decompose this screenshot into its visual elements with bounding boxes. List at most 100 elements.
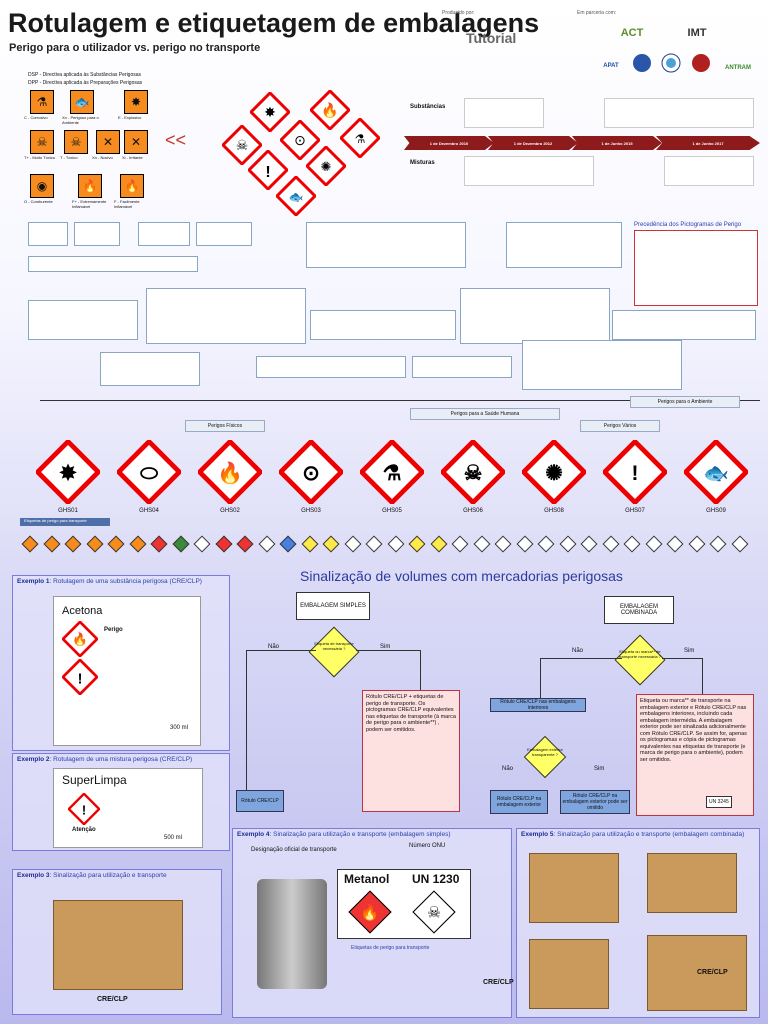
irritant-symbol-icon: ✕ [124,130,148,154]
ghs-diamond-icon: ⚗ [360,440,424,504]
info-block-1 [28,222,68,246]
flammable-symbol-icon: 🔥 [120,174,144,198]
flame-diamond-icon: 🔥 [60,619,100,659]
open-crate [647,853,737,913]
svg-text:☠: ☠ [464,462,483,485]
svg-text:!: ! [265,164,270,181]
symbol-label: Xi - Irritante [122,155,143,160]
product-name: Metanol [344,872,390,886]
transport-placard-icon [344,535,361,553]
ghs-code-label: GHS07 [625,508,645,514]
flame-diamond-icon: 🔥 [348,890,392,934]
substances-text-box-2 [604,98,754,128]
transport-placard-icon [451,535,469,553]
example-2-title: Exemplo 2 [17,756,50,763]
transport-placard-icon [602,535,619,553]
corrosion-diamond-icon: ⚗ [340,118,380,158]
transport-placard-icon [537,535,555,553]
logo-circle-2 [660,52,682,74]
signal-word: Perigo [104,627,123,633]
flow-line [702,658,703,696]
timeline-date: 1 de Dezembro 2010 [404,136,494,150]
info-block-3 [138,222,190,246]
clp-outer-box: Rótulo CRE/CLP na embalagem exterior [490,790,548,814]
example-4-subtitle: : Sinalização para utilização e transpor… [269,831,451,838]
example-2-subtitle: : Rotulagem de uma mistura perigosa (CRE… [49,756,193,763]
pink-box-combined: Etiqueta ou marca** de transporte na emb… [636,694,754,816]
example-5-panel: Exemplo 5: Sinalização para utilização e… [516,828,760,1018]
info-block-2 [74,222,120,246]
transport-placard-icon [64,535,82,553]
flow-line [662,658,702,659]
transport-placard-icon [516,535,533,553]
environment-diamond-icon: 🐟 [276,176,316,216]
mixtures-label: Misturas [410,160,435,166]
flow-line [246,650,247,790]
corrosive-symbol-icon: ⚗ [30,90,54,114]
flow-line [356,650,420,651]
ghs-diamond-icon: ⊙ [279,440,343,504]
flow-line [420,650,421,690]
symbol-label: F - Facilmente Inflamável [114,199,140,209]
decision-diamond-1 [308,626,360,678]
transport-placard-icon [258,535,275,553]
svg-text:✸: ✸ [58,462,77,485]
example-1-title: Exemplo 1 [17,578,50,585]
health-hazards-text-box [460,288,610,344]
open-crate [529,853,619,923]
example-5-title: Exemplo 5 [521,831,554,838]
branch-line [40,400,760,401]
decision-3-text: Embalagem exterior transparente ? [527,747,563,757]
various-hazards-label: Perigos Vários [580,420,660,432]
flow-line [246,650,316,651]
ghs-code-label: GHS09 [706,508,726,514]
clp-only-box: Rótulo CRE/CLP [236,790,284,812]
decision-1-text: Etiqueta de transporte necessária ? [314,641,354,651]
transport-label: Metanol UN 1230 🔥 ☠ [337,869,471,939]
arrow-icon: << [165,130,187,150]
closed-crate [529,939,609,1009]
symbol-label: O - Comburente [24,199,53,204]
dsp-legend: DSP - Directiva aplicada às Substâncias … [28,72,142,78]
logo-apat: APAT [603,63,619,69]
transport-placard-icon [322,535,340,553]
un-code: UN 1230 [412,872,460,886]
no-label: Não [502,766,514,772]
ghs-code-label: GHS05 [382,508,402,514]
health-hazard-diamond-icon: ✺ [306,146,346,186]
svg-text:☠: ☠ [236,137,249,153]
svg-text:✸: ✸ [264,104,276,120]
volume: 500 ml [164,835,183,841]
oxidizing-symbol-icon: ◉ [30,174,54,198]
example-4-title: Exemplo 4 [237,831,270,838]
svg-text:!: ! [632,462,639,485]
oxidizer-diamond-icon: ⊙ [280,120,320,160]
physical-hazards-label: Perigos Físicos [185,420,265,432]
transport-placard-icon [193,535,211,553]
transport-placard-icon [559,535,576,553]
timeline-date: 1 de Junho 2015 [572,136,662,150]
no-label: Não [572,648,584,654]
svg-text:✺: ✺ [545,462,562,485]
example-3-panel: Exemplo 3: Sinalização para utilização e… [12,869,222,1015]
transport-placard-icon [43,535,60,553]
logo-imt: IMT [687,27,707,39]
timeline-date: 1 de Junho 2017 [656,136,760,150]
example-1-subtitle: : Rotulagem de uma substância perigosa (… [49,578,202,585]
transport-placard-icon [129,535,146,553]
drum [257,879,327,989]
decision-diamond-2 [614,634,666,686]
svg-text:!: ! [78,671,83,687]
precedence-box [634,230,758,306]
svg-text:🔥: 🔥 [360,904,379,922]
example-3-subtitle: : Sinalização para utilização e transpor… [49,872,167,879]
flow-line [540,658,541,698]
transport-placard-icon [580,535,598,553]
health-effects-text-box [522,340,682,390]
placards-caption: Etiquetas de perigo para transporte [20,518,110,526]
pink-box-simple: Rótulo CRE/CLP + etiquetas de perigo de … [362,690,460,812]
transport-placard-icon [709,535,727,553]
ghs-diamond-icon: ⬭ [117,440,181,504]
explosive-diamond-icon: ✸ [250,92,290,132]
exclamation-diamond-icon: ! [60,657,100,697]
